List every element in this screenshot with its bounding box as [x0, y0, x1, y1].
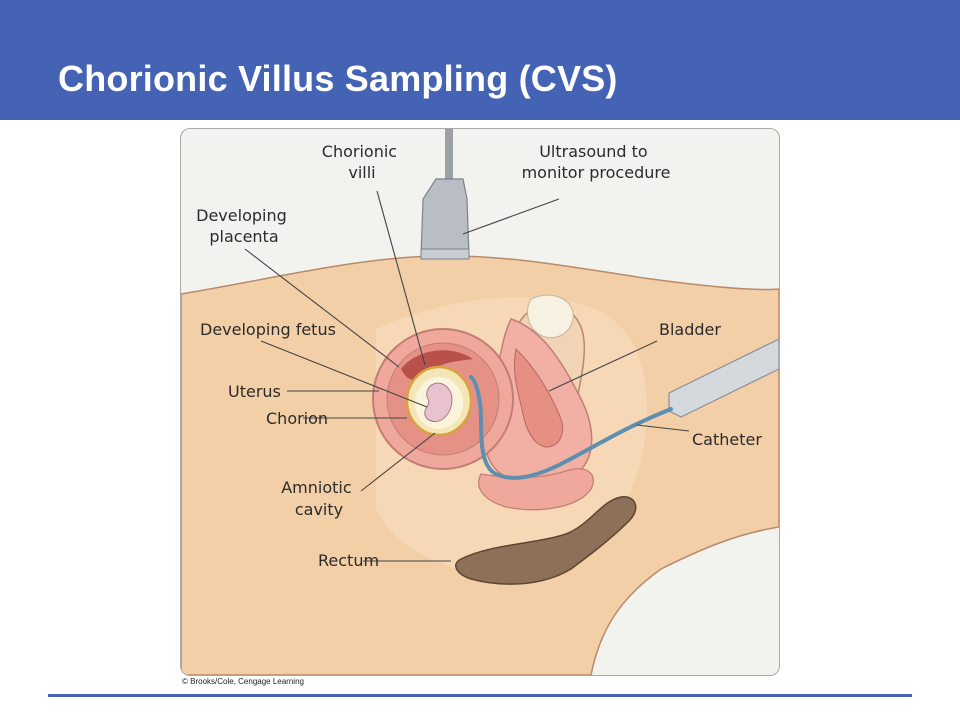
- label-ultrasound-line1: Ultrasound to: [539, 142, 648, 161]
- label-developing-placenta: Developing placenta: [196, 206, 292, 246]
- leader-lines: [244, 190, 690, 562]
- footer-divider: [48, 694, 912, 697]
- title-bar: [0, 0, 960, 120]
- developing-placenta: [401, 350, 473, 380]
- label-ultrasound-line2: monitor procedure: [522, 163, 671, 182]
- label-amniotic-cavity: Amniotic cavity: [281, 478, 357, 519]
- label-developing-placenta-line2: placenta: [209, 227, 278, 246]
- label-amniotic-cavity-line2: cavity: [295, 500, 343, 519]
- label-rectum: Rectum: [318, 551, 379, 570]
- bladder-fluid: [527, 294, 574, 339]
- label-chorionic-villi-line1: Chorionic: [322, 142, 397, 161]
- ultrasound-cable: [445, 129, 453, 179]
- label-ultrasound: Ultrasound to monitor procedure: [522, 142, 671, 182]
- catheter: [469, 375, 673, 480]
- label-catheter: Catheter: [692, 430, 762, 449]
- ultrasound-probe: [420, 178, 470, 258]
- copyright-credit: © Brooks/Cole, Cengage Learning: [182, 677, 304, 686]
- cvs-illustration: Chorionic villi Ultrasound to monitor pr…: [180, 128, 780, 676]
- rectum: [455, 496, 637, 585]
- label-chorion: Chorion: [266, 409, 328, 428]
- anatomy-svg: Chorionic villi Ultrasound to monitor pr…: [181, 129, 779, 675]
- label-chorionic-villi-line2: villi: [348, 163, 375, 182]
- label-uterus: Uterus: [228, 382, 281, 401]
- label-developing-fetus: Developing fetus: [200, 320, 336, 339]
- label-amniotic-cavity-line1: Amniotic: [281, 478, 351, 497]
- label-developing-placenta-line1: Developing: [196, 206, 287, 225]
- ultrasound-probe-tip: [420, 248, 470, 260]
- slide-title: Chorionic Villus Sampling (CVS): [58, 58, 618, 99]
- label-chorionic-villi: Chorionic villi: [322, 142, 402, 182]
- label-bladder: Bladder: [659, 320, 721, 339]
- vaginal-canal: [513, 347, 564, 448]
